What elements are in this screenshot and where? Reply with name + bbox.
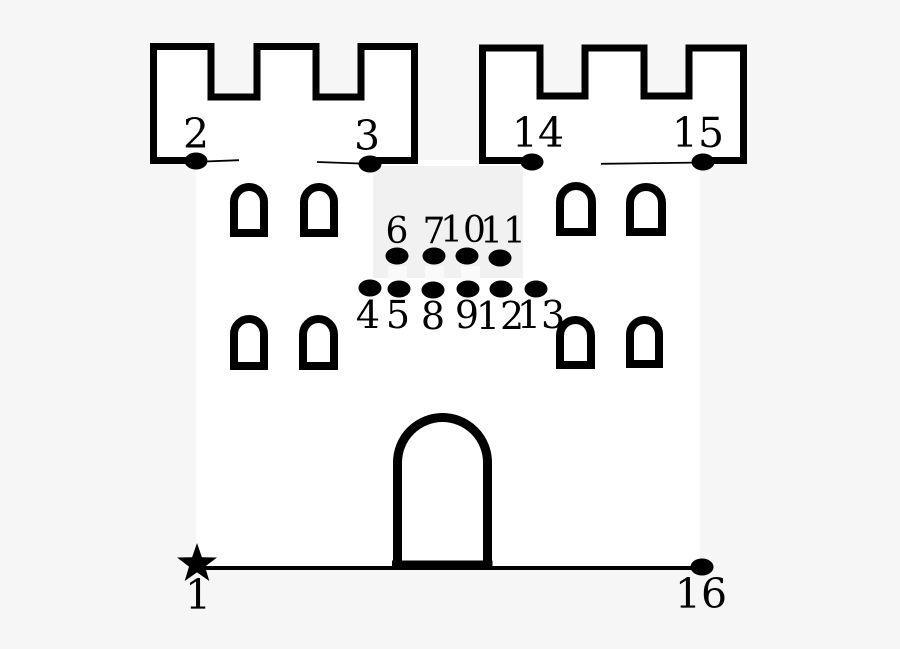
center-panel-slot: [388, 266, 407, 280]
right-tower-outline: [479, 44, 747, 164]
dot-label-11: 11: [480, 211, 526, 252]
left-tower-outline: [150, 43, 418, 164]
door-arch: [393, 413, 492, 563]
arched-window: [230, 183, 268, 237]
dot-point-5[interactable]: [387, 280, 411, 298]
dot-point-13[interactable]: [524, 280, 548, 298]
dot-point-4[interactable]: [358, 279, 382, 297]
center-panel-slot: [461, 266, 480, 280]
dot-point-8[interactable]: [421, 281, 445, 299]
dot-label-7: 7: [423, 211, 446, 252]
dot-label-15: 15: [672, 109, 724, 157]
arched-window: [556, 182, 596, 236]
dot-point-9[interactable]: [456, 280, 480, 298]
guide-line-stub: [316, 161, 364, 165]
dot-label-5: 5: [386, 293, 410, 337]
dot-point-11[interactable]: [488, 249, 512, 267]
arched-window: [230, 315, 268, 370]
arched-window: [626, 316, 663, 368]
dot-label-10: 10: [440, 210, 486, 251]
guide-line-stub: [600, 161, 696, 165]
dot-label-4: 4: [356, 293, 380, 337]
dot-label-14: 14: [512, 109, 564, 157]
arched-window: [556, 316, 595, 369]
dot-label-16: 16: [675, 570, 727, 618]
dot-label-2: 2: [183, 110, 209, 158]
dot-label-8: 8: [421, 294, 445, 338]
arched-window: [299, 315, 338, 370]
dot-point-6[interactable]: [385, 247, 409, 265]
dot-point-12[interactable]: [489, 280, 513, 298]
arched-window: [626, 183, 666, 236]
guide-line-stub: [204, 159, 240, 163]
dot-label-12: 12: [476, 294, 524, 338]
star-point-1[interactable]: [177, 543, 217, 581]
dot-point-14[interactable]: [520, 153, 544, 171]
dot-label-1: 1: [185, 571, 211, 619]
dot-point-2[interactable]: [184, 152, 208, 170]
dot-point-15[interactable]: [691, 153, 715, 171]
dot-label-6: 6: [386, 211, 409, 252]
dot-point-16[interactable]: [690, 558, 714, 576]
dot-label-9: 9: [455, 293, 479, 337]
dot-point-7[interactable]: [422, 247, 446, 265]
dot-label-13: 13: [517, 293, 565, 337]
dot-label-3: 3: [354, 112, 380, 160]
dot-point-10[interactable]: [455, 247, 479, 265]
dot-point-3[interactable]: [358, 155, 382, 173]
arched-window: [300, 183, 338, 237]
center-panel-slot: [425, 266, 444, 280]
